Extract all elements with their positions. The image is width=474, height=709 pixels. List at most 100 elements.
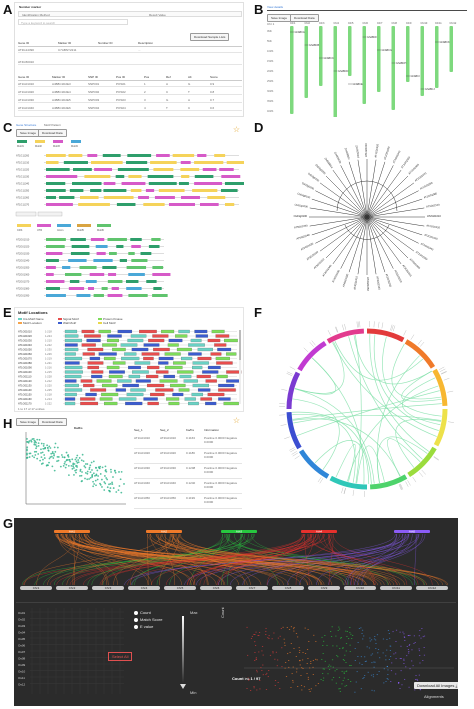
tab-motif-pattern[interactable]: Motif Pattern bbox=[44, 123, 62, 127]
alignment-dash bbox=[345, 630, 347, 632]
synteny-link bbox=[171, 533, 208, 586]
kaks-point bbox=[106, 486, 109, 489]
table-header-cell[interactable]: Score bbox=[210, 75, 218, 79]
alignment-dash bbox=[345, 685, 348, 686]
circos-tick bbox=[391, 324, 394, 331]
table-header-cell[interactable]: Marker ID bbox=[52, 75, 66, 79]
alignment-dash bbox=[385, 655, 387, 657]
tree-branch bbox=[325, 230, 354, 259]
exon-block-b bbox=[68, 287, 85, 290]
kaks-cell: AT2G01020 bbox=[160, 451, 176, 455]
download-data-button-c[interactable]: Download Data bbox=[38, 129, 67, 137]
kaks-point bbox=[40, 463, 43, 465]
alignment-dash bbox=[374, 639, 377, 641]
alignment-dash bbox=[418, 674, 420, 676]
tree-leaf-label: AT2G01030 bbox=[424, 233, 439, 241]
alignment-dash bbox=[327, 673, 329, 675]
tab-gene-structure[interactable]: Gene Structure bbox=[16, 123, 37, 127]
alignment-dash bbox=[386, 678, 388, 679]
metric-radio-option[interactable]: E value bbox=[134, 624, 153, 629]
table-cell: G bbox=[166, 98, 169, 102]
table-cell: ... bbox=[138, 48, 141, 52]
alignment-dash bbox=[322, 680, 324, 682]
motif-block bbox=[124, 352, 137, 356]
kaks-header-cell[interactable]: Ka/Ks bbox=[186, 428, 195, 432]
download-all-button[interactable]: Download All Images ⤓ bbox=[414, 682, 458, 689]
circos-segment bbox=[433, 408, 448, 447]
alignment-dash bbox=[296, 636, 299, 638]
metric-radio-option[interactable]: Count bbox=[134, 610, 151, 615]
motif-legend-item[interactable]: Protein Kinase bbox=[98, 317, 123, 321]
motif-block bbox=[146, 374, 159, 379]
table-header-cell[interactable]: SNP ID bbox=[88, 75, 98, 79]
alignment-dash bbox=[327, 666, 330, 668]
tree-leaf-label: AT2G01040 bbox=[420, 242, 435, 252]
download-data-button-c2 bbox=[37, 211, 63, 217]
table-header-cell[interactable]: Description bbox=[138, 41, 154, 45]
kaks-point bbox=[101, 486, 103, 488]
kaks-header-cell[interactable]: Seq_1 bbox=[134, 428, 143, 432]
chromosome-label: Chr4 bbox=[334, 22, 340, 25]
kaks-header-cell[interactable]: Seq_2 bbox=[160, 428, 169, 432]
star-icon[interactable]: ☆ bbox=[232, 125, 240, 134]
alignment-dash bbox=[406, 655, 408, 657]
table-header-cell[interactable]: Alt bbox=[188, 75, 192, 79]
circos-tick bbox=[290, 448, 296, 453]
table-header-cell[interactable]: Gene ID bbox=[18, 41, 30, 45]
kaks-cell: AT2G01030 bbox=[160, 466, 176, 470]
motif-legend-item[interactable]: Cell Motif bbox=[98, 321, 116, 325]
alignment-dash bbox=[372, 674, 375, 676]
alignment-dash bbox=[420, 637, 422, 639]
motif-legend-item[interactable]: Signal Motif bbox=[58, 317, 79, 321]
kaks-point bbox=[26, 438, 28, 440]
select-all-button[interactable]: Select All bbox=[108, 652, 133, 661]
field-identification[interactable]: Identification Method bbox=[22, 13, 50, 17]
motif-legend-item[interactable]: Wall Motif bbox=[58, 321, 76, 325]
gene-row-label-b: AT2G01080 bbox=[16, 288, 30, 291]
exon-block bbox=[46, 161, 59, 164]
motif-block bbox=[180, 356, 193, 361]
exon-block-b bbox=[71, 245, 90, 248]
alignment-dash bbox=[419, 630, 421, 632]
motif-block bbox=[109, 370, 125, 374]
kaks-cell: Positive 0.0000 Negative 0.0000 bbox=[204, 466, 238, 474]
table-header-cell[interactable]: Pos bbox=[144, 75, 150, 79]
table-header-cell[interactable]: Ref bbox=[166, 75, 171, 79]
alignment-dash bbox=[419, 688, 421, 690]
gene-label: GhABCE bbox=[353, 83, 363, 86]
chromosome-bar bbox=[377, 26, 381, 92]
alignment-dash bbox=[362, 678, 364, 679]
circos-link bbox=[332, 342, 437, 437]
motif-legend-item[interactable]: Motif Location bbox=[18, 321, 42, 325]
kaks-point bbox=[113, 469, 116, 472]
tree-branch bbox=[384, 165, 394, 184]
motif-legend-item[interactable]: Cis-Motif Name bbox=[18, 317, 44, 321]
view-details-link[interactable]: View details bbox=[267, 5, 283, 9]
download-data-button-h[interactable]: Download Data bbox=[38, 418, 67, 426]
download-data-button[interactable]: Download Data bbox=[290, 14, 319, 22]
motif-block bbox=[106, 365, 120, 370]
star-icon-h[interactable]: ☆ bbox=[232, 416, 240, 425]
kaks-point bbox=[36, 438, 39, 441]
alignment-dash bbox=[279, 688, 281, 689]
circos-segment bbox=[432, 368, 448, 407]
kaks-point bbox=[51, 450, 54, 453]
metric-radio-option[interactable]: Match Score bbox=[134, 617, 162, 622]
table-header-cell[interactable]: Marker ID bbox=[58, 41, 72, 45]
table-header-cell[interactable]: Number ID bbox=[98, 41, 113, 45]
search-input[interactable]: Type a keyword to search bbox=[18, 19, 128, 25]
kaks-header-cell[interactable]: Information bbox=[204, 428, 220, 432]
scale-tick-label: 40Mb bbox=[267, 110, 274, 113]
alignment-dash bbox=[254, 641, 256, 643]
alignment-dash bbox=[382, 652, 384, 654]
table-header-cell[interactable]: Gene ID bbox=[18, 75, 30, 79]
table-header-cell[interactable]: Pos ID bbox=[116, 75, 126, 79]
motif-block bbox=[81, 329, 95, 334]
circos-tick bbox=[392, 325, 396, 332]
kaks-point bbox=[62, 464, 65, 467]
download-sample-button[interactable]: Download Sample Lists bbox=[190, 33, 230, 41]
field-result[interactable]: Result Value bbox=[149, 13, 166, 17]
kaks-point bbox=[61, 456, 64, 458]
